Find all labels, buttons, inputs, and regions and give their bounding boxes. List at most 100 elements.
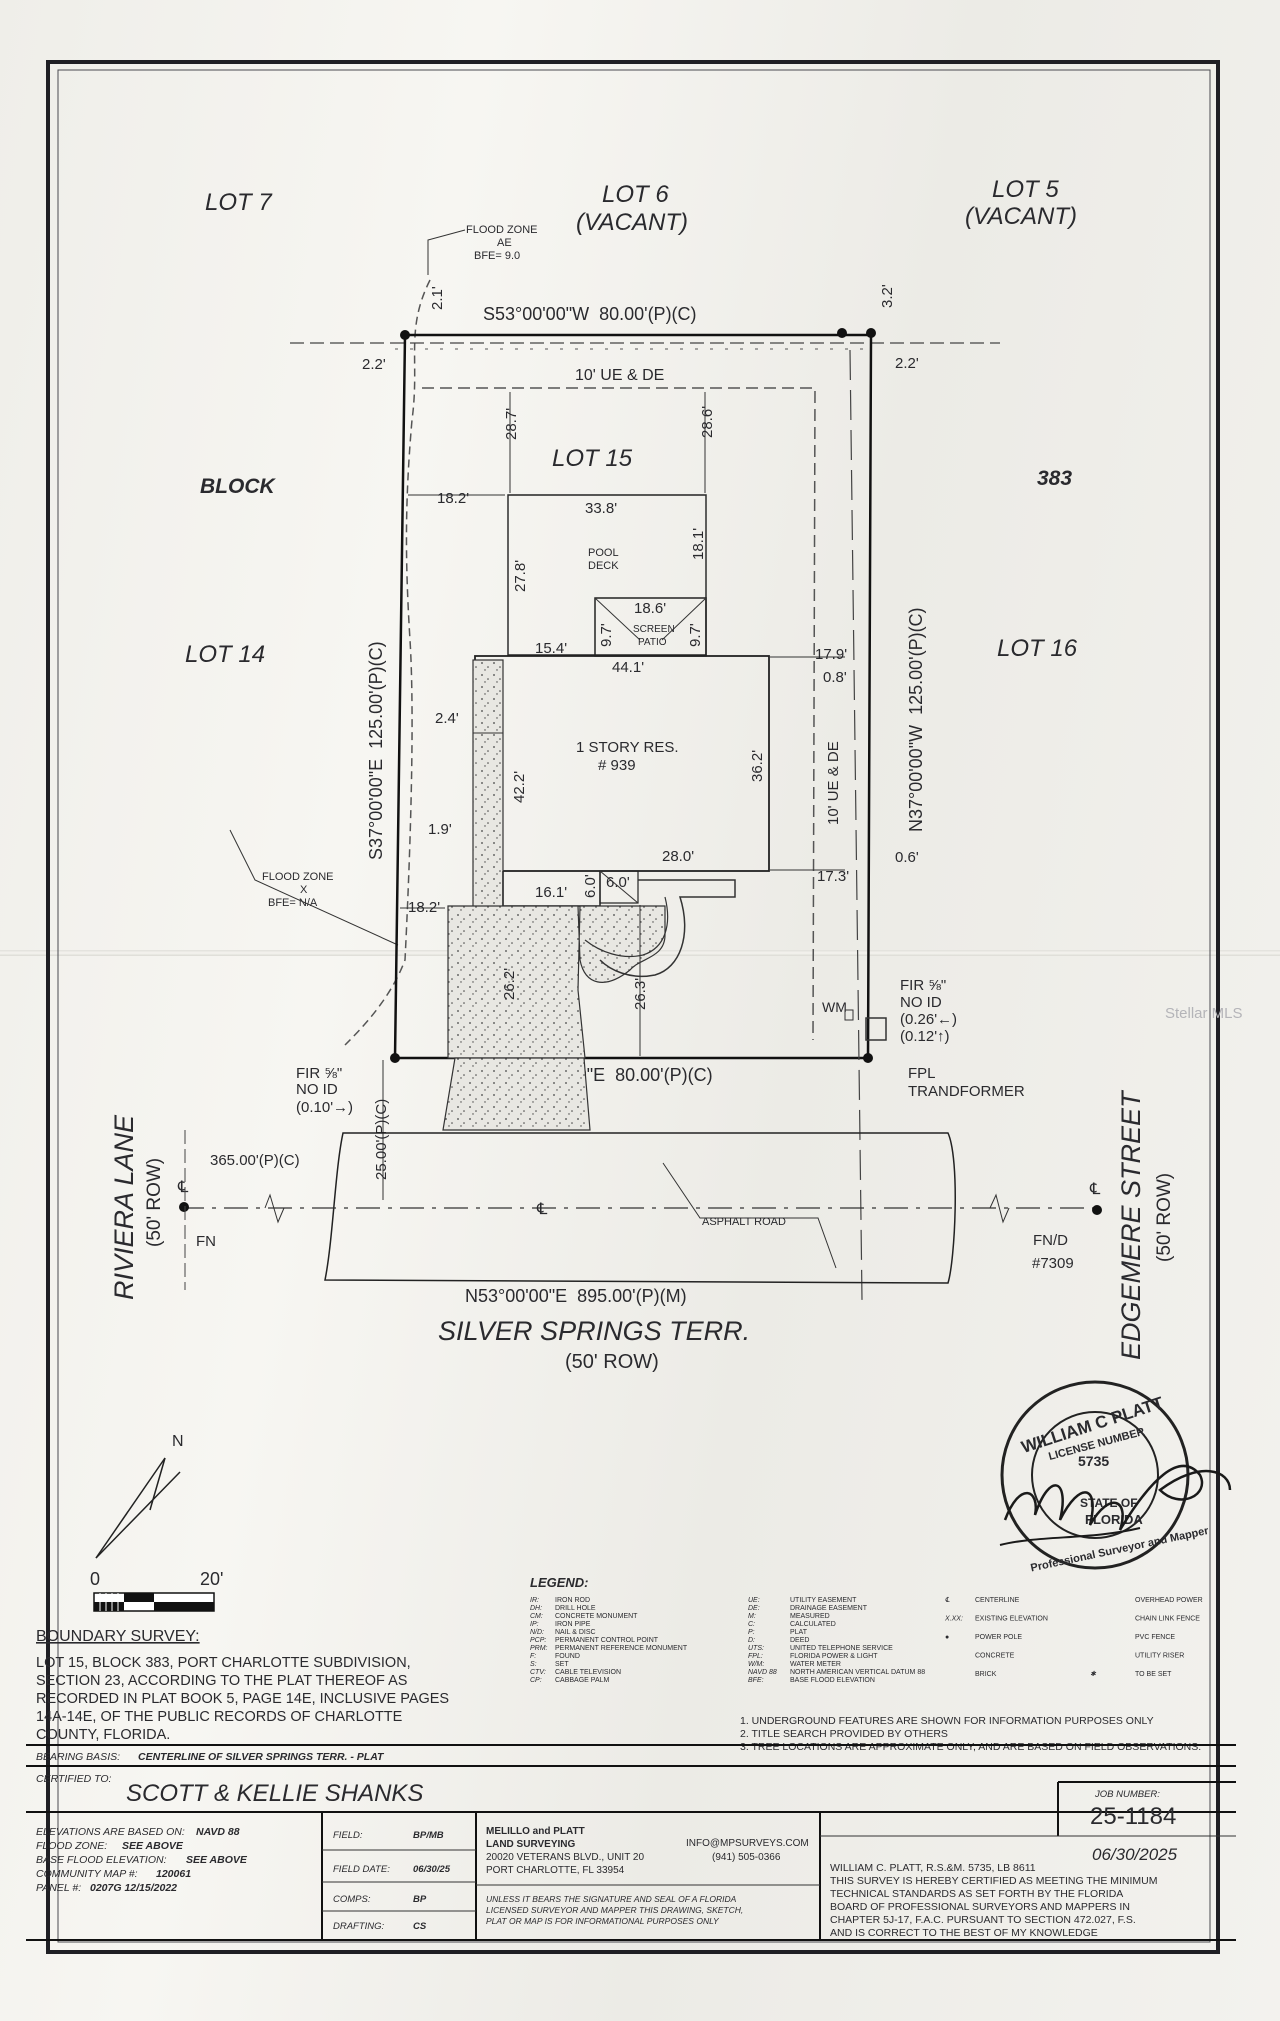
cert-5: CHAPTER 5J-17, F.A.C. PURSUANT TO SECTIO… xyxy=(830,1914,1136,1926)
pool-label-1: POOL xyxy=(588,547,619,559)
fir-left-3: (0.10'→) xyxy=(296,1099,353,1116)
north-arrow: N xyxy=(95,1433,184,1559)
legend-col1-abbr-4: N/D: xyxy=(530,1629,544,1636)
legend-col2-abbr-5: D: xyxy=(748,1637,755,1644)
dim-287: 28.7' xyxy=(503,408,520,440)
job-label: JOB NUMBER: xyxy=(1094,1789,1160,1800)
legend-col2-desc-3: CALCULATED xyxy=(790,1621,836,1628)
legend-col1-desc-2: CONCRETE MONUMENT xyxy=(555,1613,638,1620)
scale-bar xyxy=(93,1592,215,1612)
company-phone: (941) 505-0366 xyxy=(712,1852,781,1863)
legend-col4-desc-1: CHAIN LINK FENCE xyxy=(1135,1616,1200,1623)
legend-col3-abbr-2: ● xyxy=(945,1634,949,1641)
legend-col2-desc-10: BASE FLOOD ELEVATION xyxy=(790,1677,875,1684)
dim-179: 17.9' xyxy=(815,646,847,663)
legend-col1-desc-3: IRON PIPE xyxy=(555,1621,591,1628)
easement-line xyxy=(422,387,816,1041)
legend-col1-abbr-3: IP: xyxy=(530,1621,539,1628)
elev-value-3: SEE ABOVE xyxy=(186,1854,248,1866)
boundary-line-4: 14A-14E, OF THE PUBLIC RECORDS OF CHARLO… xyxy=(36,1709,403,1725)
cl-left: ℄ xyxy=(177,1179,189,1196)
dim-422: 42.2' xyxy=(511,771,528,803)
break-right xyxy=(989,1193,1010,1224)
driveway-apron xyxy=(442,1057,591,1131)
cl-mid: ℄ xyxy=(536,1201,548,1218)
legend-col1-abbr-7: F: xyxy=(530,1653,536,1660)
legend-col2-desc-9: NORTH AMERICAN VERTICAL DATUM 88 xyxy=(790,1669,925,1676)
dim-278: 27.8' xyxy=(512,560,529,592)
ue-side-label: 10' UE & DE xyxy=(825,741,842,825)
sign-date: 06/30/2025 xyxy=(1092,1845,1178,1864)
certified-label: CERTIFIED TO: xyxy=(36,1773,112,1785)
legend-col3-desc-0: CENTERLINE xyxy=(975,1597,1020,1604)
legend-col1-abbr-0: IR: xyxy=(530,1597,539,1604)
fir-left-2: NO ID xyxy=(296,1081,338,1098)
dim-250: 25.00'(P)(C) xyxy=(373,1099,390,1180)
fnd-label-1: FN/D xyxy=(1033,1232,1068,1249)
dim-338: 33.8' xyxy=(585,500,617,517)
company-1: MELILLO and PLATT xyxy=(486,1826,585,1837)
legend-col1-desc-6: PERMANENT REFERENCE MONUMENT xyxy=(555,1645,688,1652)
dim-97a: 9.7' xyxy=(598,623,615,647)
legend-col4-desc-2: PVC FENCE xyxy=(1135,1634,1175,1641)
legend-col1-desc-4: NAIL & DISC xyxy=(555,1629,596,1636)
cert-1: WILLIAM C. PLATT, R.S.&M. 5735, LB 8611 xyxy=(830,1862,1036,1874)
entry-box xyxy=(599,870,639,904)
fpl-1: FPL xyxy=(908,1065,936,1082)
drafting-value: CS xyxy=(413,1921,427,1932)
legend-col1-desc-10: CABBAGE PALM xyxy=(555,1677,610,1684)
north-bearing: S53°00'00"W 80.00'(P)(C) xyxy=(483,304,697,324)
fnd-label-2: #7309 xyxy=(1032,1255,1074,1272)
dim-154: 15.4' xyxy=(535,640,567,657)
dim-262: 26.2' xyxy=(501,968,518,1000)
legend-col1-abbr-8: S: xyxy=(530,1661,537,1668)
flood-x-leader xyxy=(229,829,399,946)
legend-col2-abbr-10: BFE: xyxy=(748,1677,764,1684)
elev-value-5: 0207G 12/15/2022 xyxy=(90,1882,177,1894)
driveway xyxy=(447,905,666,1059)
unless-3: PLAT OR MAP IS FOR INFORMATIONAL PURPOSE… xyxy=(486,1916,720,1926)
ohl-east xyxy=(849,349,863,1301)
asphalt-leader xyxy=(662,1162,837,1269)
entry-diag xyxy=(599,870,639,904)
cert-3: TECHNICAL STANDARDS AS SET FORTH BY THE … xyxy=(830,1888,1123,1900)
fir-right-1: FIR ⅝" xyxy=(900,977,946,994)
drafting-label: DRAFTING: xyxy=(333,1921,385,1932)
dim-08: 0.8' xyxy=(823,669,847,686)
legend-col1-desc-7: FOUND xyxy=(555,1653,580,1660)
road-bearing: N53°00'00"E 895.00'(P)(M) xyxy=(465,1286,687,1306)
comps-label: COMPS: xyxy=(333,1894,371,1905)
cert-4: BOARD OF PROFESSIONAL SURVEYORS AND MAPP… xyxy=(830,1901,1130,1913)
comps-value: BP xyxy=(413,1894,427,1905)
field-label: FIELD: xyxy=(333,1830,363,1841)
field-date-label: FIELD DATE: xyxy=(333,1864,390,1875)
legend-col2-abbr-1: DE: xyxy=(748,1605,760,1612)
lot5-sub: (VACANT) xyxy=(965,203,1077,230)
edgemere-label: EDGEMERE STREET xyxy=(1116,1089,1146,1360)
svg-text:N: N xyxy=(172,1433,184,1450)
silver-springs-label: SILVER SPRINGS TERR. xyxy=(438,1316,750,1346)
asphalt-label: ASPHALT ROAD xyxy=(702,1216,786,1228)
legend-col1-desc-8: SET xyxy=(555,1661,569,1668)
legend-col2-abbr-0: UE: xyxy=(748,1597,760,1604)
legend-col2-desc-8: WATER METER xyxy=(790,1661,841,1668)
legend-col2-abbr-7: FPL: xyxy=(748,1653,763,1660)
legend-col2-abbr-3: C: xyxy=(748,1621,755,1628)
legend-title: LEGEND: xyxy=(530,1575,589,1590)
flood-x-2: X xyxy=(300,884,308,896)
legend-col4-desc-4: TO BE SET xyxy=(1135,1671,1172,1678)
transformer-box xyxy=(865,1017,887,1041)
unless-2: LICENSED SURVEYOR AND MAPPER THIS DRAWIN… xyxy=(486,1905,743,1915)
fir-right-3: (0.26'←) xyxy=(900,1011,957,1028)
job-value: 25-1184 xyxy=(1090,1803,1176,1830)
dim-32: 3.2' xyxy=(879,284,896,308)
lot5-label: LOT 5 xyxy=(992,176,1059,203)
legend-col1-abbr-9: CTV: xyxy=(530,1669,546,1676)
boundary-title: BOUNDARY SURVEY: xyxy=(36,1628,200,1645)
legend-col2-desc-4: PLAT xyxy=(790,1629,808,1636)
fir-left-1: FIR ⅝" xyxy=(296,1065,342,1082)
elev-label-1: ELEVATIONS ARE BASED ON: xyxy=(36,1826,185,1838)
block-label: BLOCK xyxy=(200,475,276,498)
elev-label-4: COMMUNITY MAP #: xyxy=(36,1868,138,1880)
